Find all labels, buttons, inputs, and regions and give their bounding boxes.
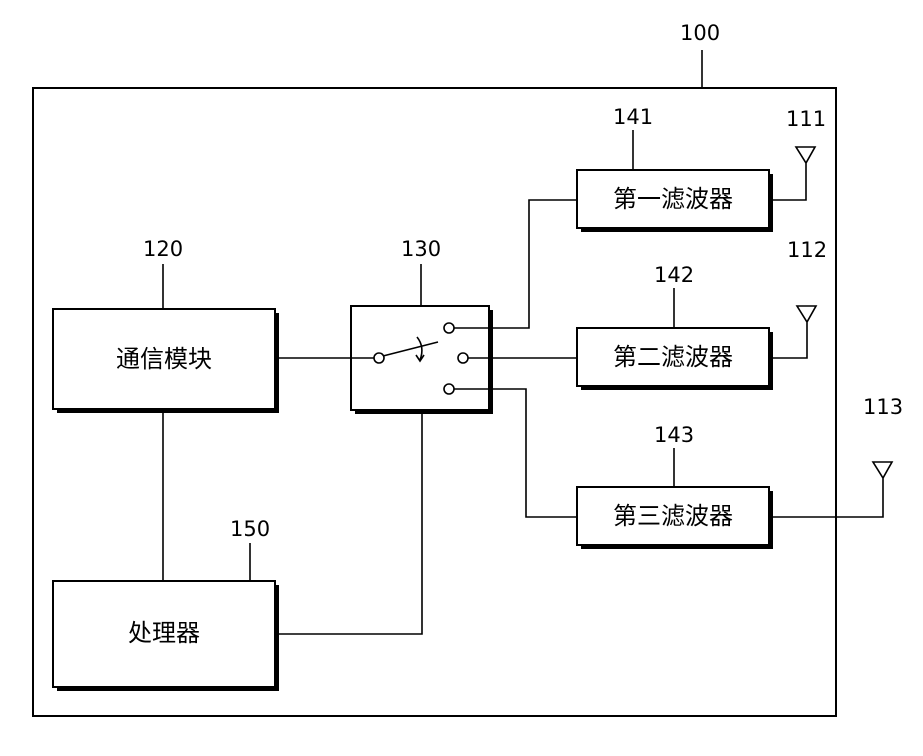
switch-contact-2 [458, 353, 468, 363]
switch-contact-3 [444, 384, 454, 394]
antenna-2-ref: 112 [787, 238, 827, 262]
comm-module-label: 通信模块 [116, 345, 212, 373]
filter-3-ref: 143 [654, 423, 694, 447]
filter-2-label: 第二滤波器 [613, 343, 733, 371]
filter-2-ref: 142 [654, 263, 694, 287]
switch-contact-1 [444, 323, 454, 333]
antenna-3-ref: 113 [863, 395, 903, 419]
switch-input-contact [374, 353, 384, 363]
processor-ref: 150 [230, 517, 270, 541]
antenna-1-ref: 111 [786, 107, 826, 131]
filter-1-label: 第一滤波器 [613, 185, 733, 213]
switch-ref: 130 [401, 237, 441, 261]
filter-1-ref: 141 [613, 105, 653, 129]
processor-label: 处理器 [128, 619, 200, 647]
device-ref: 100 [680, 21, 720, 45]
comm-module-ref: 120 [143, 237, 183, 261]
filter-3-label: 第三滤波器 [613, 502, 733, 530]
